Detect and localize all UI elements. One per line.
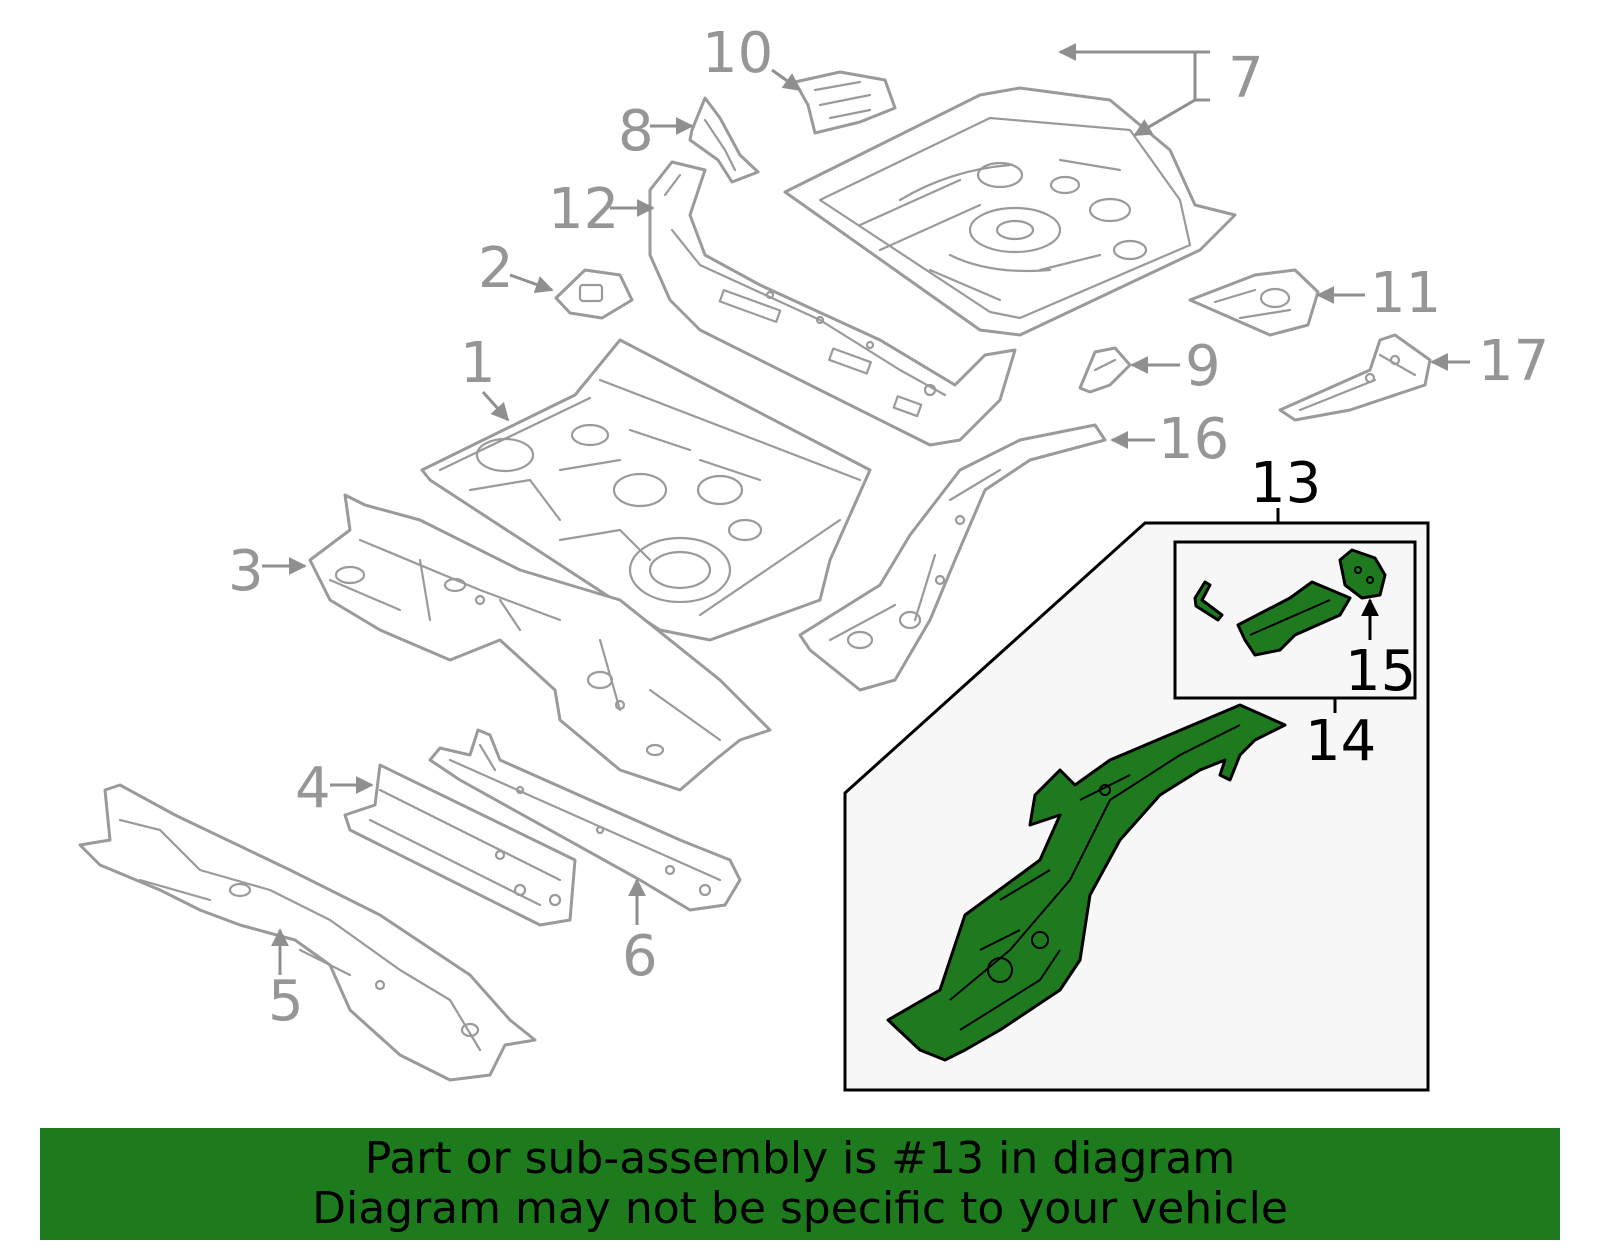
part-2-bracket — [554, 268, 634, 320]
callout-9: 9 — [1185, 334, 1221, 399]
callout-17: 17 — [1478, 329, 1549, 394]
callout-6: 6 — [622, 924, 658, 989]
callout-2: 2 — [478, 236, 514, 301]
callout-7: 7 — [1228, 46, 1264, 111]
callout-16: 16 — [1158, 407, 1229, 472]
part-17-bracket — [1278, 333, 1432, 422]
callout-3: 3 — [228, 539, 264, 604]
part-6-reinforcement — [428, 728, 742, 912]
banner-line-2: Diagram may not be specific to your vehi… — [312, 1183, 1288, 1234]
part-9-bracket — [1078, 346, 1132, 394]
part-16-side-rail — [798, 423, 1107, 692]
callout-15: 15 — [1345, 639, 1416, 704]
part-3-front-cross-member — [308, 493, 772, 792]
callout-14: 14 — [1305, 709, 1376, 774]
callout-4: 4 — [295, 756, 331, 821]
part-8-bracket — [688, 96, 760, 184]
part-12-cross-member — [648, 160, 1017, 447]
callout-11: 11 — [1370, 261, 1441, 326]
part-14-highlighted-rail — [886, 703, 1287, 1062]
callout-10: 10 — [702, 21, 773, 86]
callout-12: 12 — [548, 177, 619, 242]
part-1-floor-panel — [420, 338, 872, 642]
part-5-cross-member — [78, 783, 537, 1082]
callout-labels: 1 2 3 4 5 6 7 8 9 10 11 12 13 14 16 17 1… — [228, 21, 1549, 1034]
banner-line-1: Part or sub-assembly is #13 in diagram — [364, 1133, 1236, 1184]
callout-leaders — [262, 43, 1470, 975]
part-7-rear-floor-pan — [783, 86, 1237, 337]
callout-8: 8 — [618, 99, 654, 164]
callout-1: 1 — [460, 331, 496, 396]
callout-13: 13 — [1250, 451, 1321, 516]
info-banner: Part or sub-assembly is #13 in diagram D… — [40, 1128, 1560, 1240]
part-14-15-subbox — [1173, 540, 1417, 700]
part-4-reinforcement — [343, 763, 577, 927]
callout-5: 5 — [268, 969, 304, 1034]
part-10-bracket — [793, 70, 897, 135]
part-11-bracket — [1188, 268, 1320, 337]
